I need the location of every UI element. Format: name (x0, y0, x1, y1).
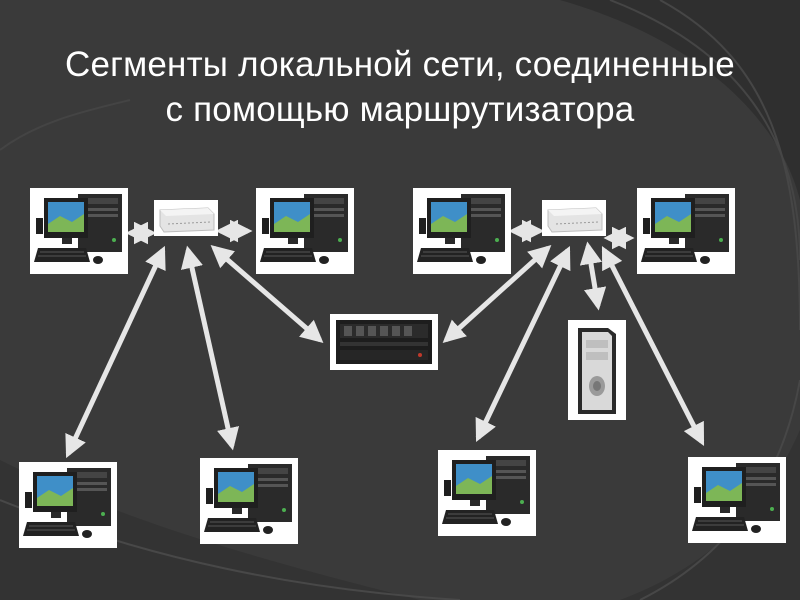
pc-bottom-3 (437, 449, 537, 537)
router (330, 314, 438, 370)
pc-top-right-2 (636, 187, 736, 275)
pc-bottom-1 (18, 461, 118, 549)
pc-bottom-4 (687, 456, 787, 544)
pc-bottom-2 (199, 457, 299, 545)
title-line-2: с помощью маршрутизатора (165, 90, 635, 129)
link-hub-left-pc-bottom-1 (65, 245, 166, 459)
link-hub-left-router (210, 245, 324, 343)
link-hub-right-tower (579, 241, 607, 311)
title-line-1: Сегменты локальной сети, соединенные (65, 45, 735, 84)
pc-top-right-1 (412, 187, 512, 275)
pc-top-left-1 (29, 187, 129, 275)
tower-pc (568, 320, 626, 420)
link-hub-left-pc-bottom-2 (180, 245, 240, 451)
pc-top-left-2 (255, 187, 355, 275)
link-hub-right-pc-bottom-3 (475, 245, 571, 443)
hub-left (153, 199, 219, 237)
hub-right (541, 199, 607, 237)
slide-title: Сегменты локальной сети, соединенные с п… (0, 42, 800, 132)
link-hub-right-pc-bottom-4 (601, 245, 705, 447)
